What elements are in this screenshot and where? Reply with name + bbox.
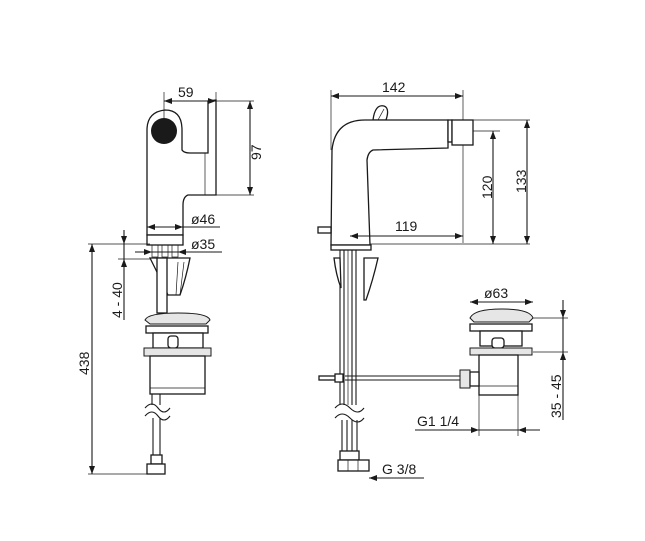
lever-loop (372, 105, 389, 121)
dim-59: 59 (178, 84, 194, 100)
waste-detail: ø63 35 - 45 G1 1/4 (415, 285, 568, 436)
dim-142: 142 (382, 79, 406, 95)
dim-g-3-8: G 3/8 (382, 461, 416, 477)
side-view: 59 97 ø46 ø35 4 - 40 (76, 84, 264, 475)
handle-knob (151, 118, 177, 144)
dim-diameter-46: ø46 (191, 211, 215, 227)
dim-133: 133 (513, 169, 529, 193)
dim-97: 97 (248, 144, 264, 160)
dim-4-40: 4 - 40 (109, 282, 125, 318)
front-view: 142 119 120 133 G 3/8 (317, 79, 530, 481)
dim-diameter-35: ø35 (191, 236, 215, 252)
dim-120: 120 (479, 175, 495, 199)
dim-35-45: 35 - 45 (548, 374, 564, 418)
dim-119: 119 (395, 218, 418, 234)
dim-g1-1-4: G1 1/4 (417, 413, 459, 429)
spout-body (330, 119, 449, 246)
dim-diameter-63: ø63 (484, 285, 508, 301)
dim-438: 438 (76, 351, 92, 375)
waste-plug (469, 308, 534, 323)
